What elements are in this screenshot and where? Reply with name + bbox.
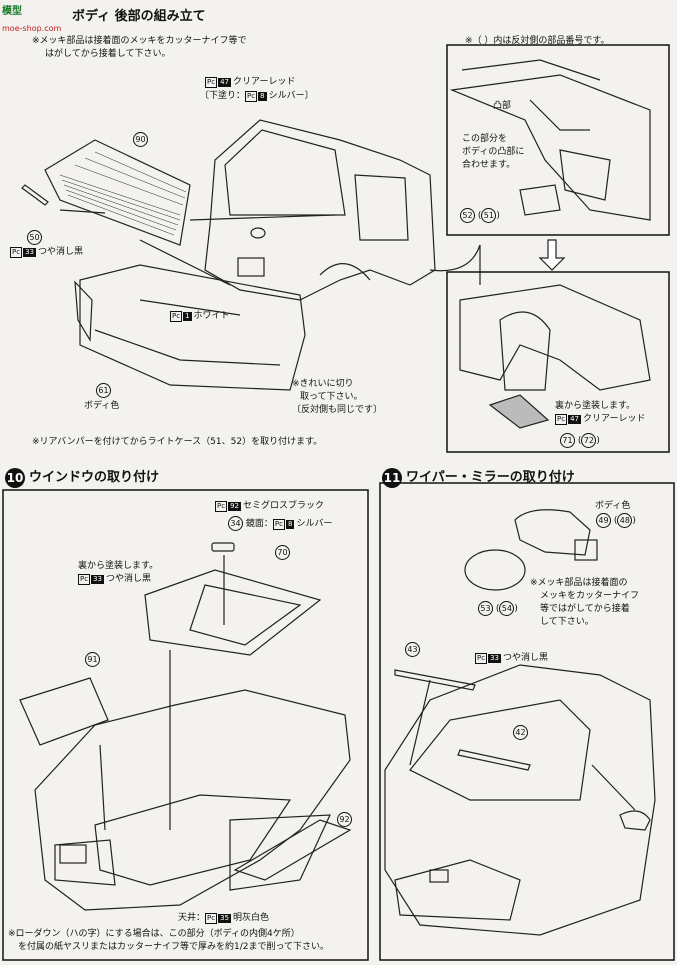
detail-opposite-note: ※（ ）内は反対側の部品番号です。 — [465, 36, 610, 46]
chrome-note-11-4: して下さい。 — [540, 617, 594, 627]
align-note-1: この部分を — [462, 134, 508, 144]
roof-glass-part — [144, 569, 322, 656]
section9-chrome-note-1: ※メッキ部品は接着面のメッキをカッターナイフ等で — [32, 36, 247, 46]
part-number-52-51: 52 (51) — [460, 208, 500, 223]
back-paint-label: 裏から塗装します。 — [555, 401, 636, 411]
part-number-90: 90 — [133, 132, 148, 147]
part-number-71-72: 71 (72) — [560, 433, 600, 448]
back-paint-label-10: 裏から塗装します。 — [78, 561, 159, 571]
part-number-49-48: 49 (48) — [596, 513, 636, 528]
car-front-body — [384, 664, 656, 936]
align-note-3: 合わせます。 — [462, 160, 516, 170]
chrome-note-11-3: 等ではがしてから接着 — [540, 604, 630, 614]
part-number-70: 70 — [275, 545, 290, 560]
convex-label: 凸部 — [493, 101, 512, 111]
section9-chrome-note-2: はがしてから接着して下さい。 — [45, 49, 171, 59]
car-body-tub — [34, 689, 351, 911]
watermark-url: moe-shop.com — [2, 24, 62, 33]
section9-bottom-note: ※リアバンパーを付けてからライトケース（51、52）を取り付けます。 — [32, 437, 323, 447]
part-number-43: 43 — [405, 642, 420, 657]
rear-glass-part — [44, 139, 191, 246]
part-number-61: 61 — [96, 383, 111, 398]
body-color-label: ボディ色 — [84, 401, 120, 411]
part-number-53-54: 53 (54) — [478, 601, 518, 616]
part-number-92: 92 — [337, 812, 352, 827]
cut-note-3: 〔反対側も同じです〕 — [292, 405, 383, 415]
lowdown-note-2: を付属の紙ヤスリまたはカッターナイフ等で厚みを約1/2まで削って下さい。 — [18, 942, 330, 952]
part-number-42: 42 — [513, 725, 528, 740]
cut-note-2: 取って下さい。 — [300, 392, 363, 402]
align-note-2: ボディの凸部に — [462, 147, 525, 157]
car-rear-body — [204, 119, 436, 301]
chrome-note-11-1: ※メッキ部品は接着面の — [530, 578, 628, 588]
part-number-50: 50 — [27, 230, 42, 245]
lowdown-note-1: ※ローダウン（ハの字）にする場合は、この部分（ボディの内側4ケ所） — [8, 929, 300, 939]
part-number-91: 91 — [85, 652, 100, 667]
watermark-logo: 模型 — [2, 6, 22, 17]
chrome-note-11-2: メッキをカッターナイフ — [540, 591, 640, 601]
cut-note-1: ※きれいに切り — [292, 379, 354, 389]
rear-bumper-part — [79, 264, 306, 391]
section9-title: ボディ 後部の組み立て — [72, 9, 206, 24]
body-color-label-11: ボディ色 — [595, 501, 631, 511]
